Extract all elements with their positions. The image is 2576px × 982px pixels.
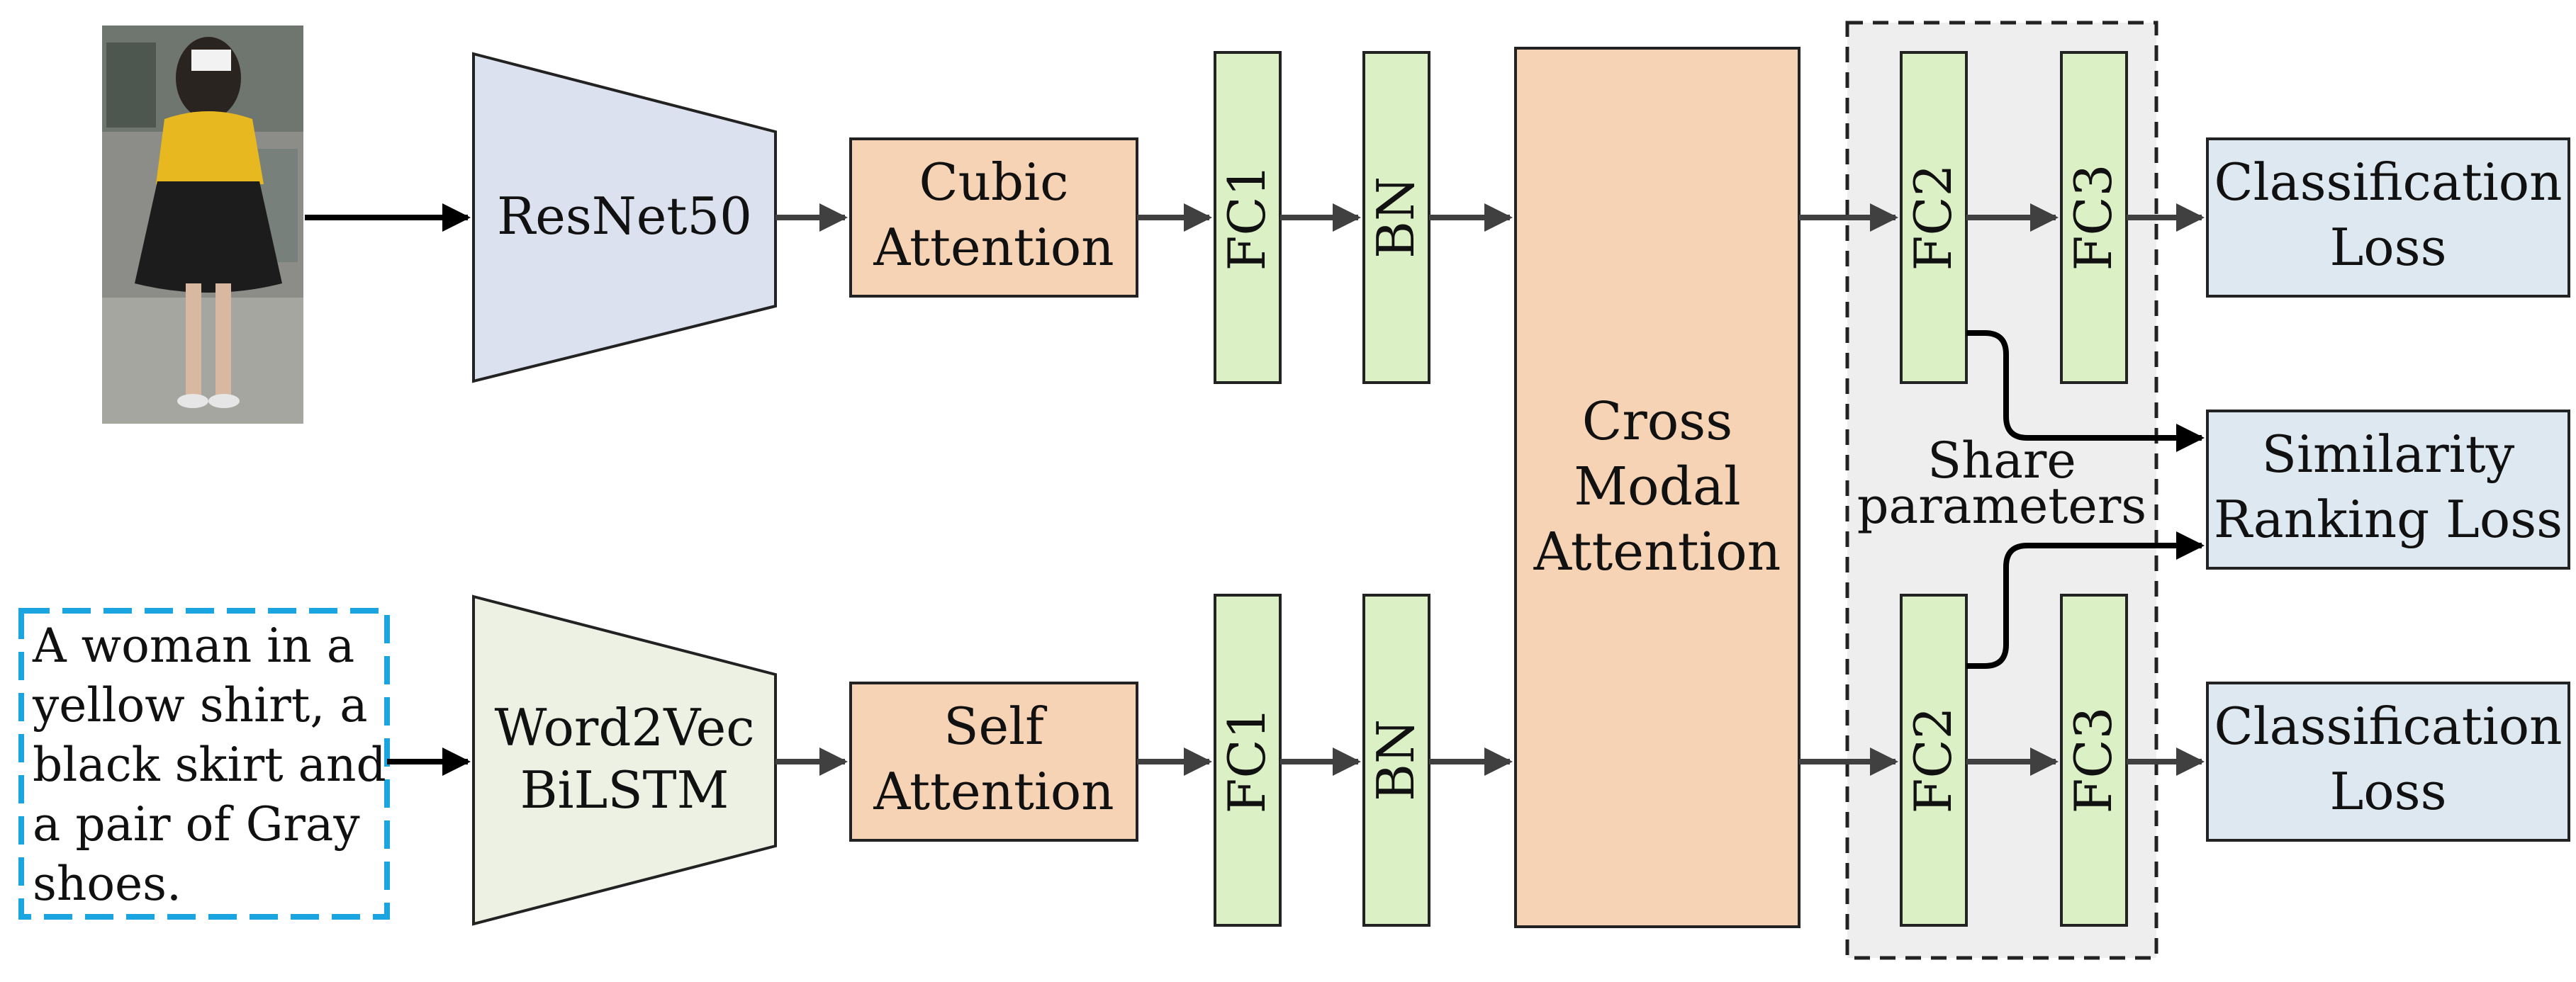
- cross-modal-line3: Attention: [1533, 521, 1781, 582]
- fc2-top-label: FC2: [1903, 164, 1963, 271]
- cross-modal-line1: Cross: [1582, 391, 1733, 452]
- similarity-connectors: [1966, 330, 2205, 669]
- classification-loss-bottom-line2: Loss: [2329, 762, 2446, 821]
- cubic-attention-block: Cubic Attention: [849, 137, 1138, 298]
- similarity-ranking-loss: Similarity Ranking Loss: [2206, 410, 2570, 570]
- fc3-bottom-block: FC3: [2060, 594, 2128, 927]
- cross-modal-attention-block: Cross Modal Attention: [1514, 47, 1801, 928]
- bn-top-label: BN: [1366, 176, 1426, 259]
- text-query-box: A woman in a yellow shirt, a black skirt…: [18, 608, 390, 920]
- self-attention-block: Self Attention: [849, 682, 1138, 842]
- bn-top-block: BN: [1362, 51, 1430, 384]
- similarity-loss-line2: Ranking Loss: [2214, 490, 2563, 549]
- classification-loss-top-line2: Loss: [2329, 218, 2446, 277]
- text-query-line: A woman in a: [32, 619, 354, 673]
- classification-loss-top: Classification Loss: [2206, 137, 2570, 298]
- bn-bottom-block: BN: [1362, 594, 1430, 927]
- classification-loss-bottom-line1: Classification: [2214, 696, 2563, 756]
- fc1-top-block: FC1: [1214, 51, 1282, 384]
- fc2-bottom-block: FC2: [1900, 594, 1968, 927]
- fc3-top-label: FC3: [2063, 164, 2123, 271]
- pedestrian-image: [102, 26, 303, 424]
- cubic-attention-line1: Cubic: [919, 152, 1069, 212]
- word2vec-bilstm-encoder: Word2Vec BiLSTM: [472, 594, 777, 926]
- resnet50-encoder: ResNet50: [472, 52, 777, 383]
- bn-bottom-label: BN: [1366, 719, 1426, 801]
- share-label-line1: Share: [1927, 431, 2076, 490]
- self-attention-line1: Self: [943, 696, 1047, 756]
- word2vec-label: Word2Vec: [494, 698, 754, 757]
- text-query-line: shoes.: [33, 857, 181, 911]
- resnet50-label: ResNet50: [497, 186, 752, 246]
- similarity-loss-line1: Similarity: [2262, 424, 2515, 484]
- self-attention-line2: Attention: [873, 762, 1114, 821]
- arrow-fc2-top-to-similarity: [1966, 330, 2205, 452]
- text-query-line: yellow shirt, a: [32, 678, 368, 733]
- text-query-line: black skirt and: [33, 738, 386, 792]
- fc1-bottom-block: FC1: [1214, 594, 1282, 927]
- arrow-fc2-bottom-to-similarity: [1966, 531, 2205, 669]
- fc1-top-label: FC1: [1217, 164, 1277, 271]
- fc1-bottom-label: FC1: [1217, 707, 1277, 814]
- cross-modal-line2: Modal: [1574, 456, 1740, 517]
- classification-loss-top-line1: Classification: [2214, 152, 2563, 212]
- bilstm-label: BiLSTM: [520, 760, 729, 820]
- fc2-top-block: FC2: [1900, 51, 1968, 384]
- fc3-top-block: FC3: [2060, 51, 2128, 384]
- fc3-bottom-label: FC3: [2063, 707, 2123, 814]
- cubic-attention-line2: Attention: [873, 218, 1114, 277]
- text-query-line: a pair of Gray: [33, 797, 360, 852]
- fc2-bottom-label: FC2: [1903, 707, 1963, 814]
- share-label-line2: parameters: [1857, 477, 2146, 535]
- classification-loss-bottom: Classification Loss: [2206, 682, 2570, 842]
